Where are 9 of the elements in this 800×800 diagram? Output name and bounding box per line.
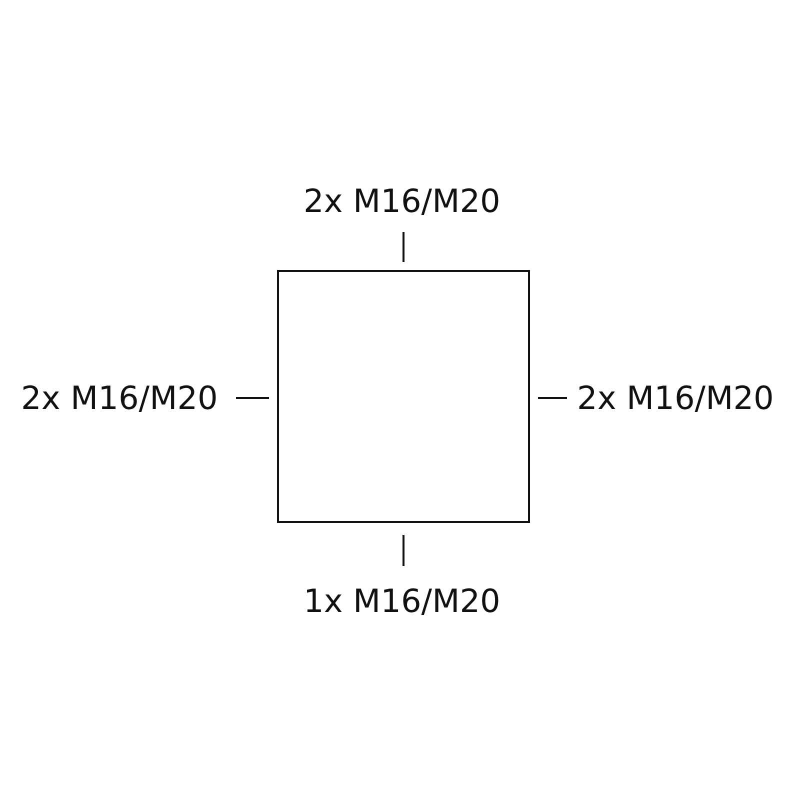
cable-entry-label: 2x M16/M20 [577,379,774,417]
enclosure-outline [277,270,530,523]
leader-line [236,397,269,399]
leader-line [538,397,567,399]
cable-entry-label: 2x M16/M20 [304,182,500,220]
cable-entry-label: 2x M16/M20 [21,379,218,417]
leader-line [402,232,404,262]
cable-entry-label: 1x M16/M20 [304,582,500,620]
leader-line [402,535,404,566]
